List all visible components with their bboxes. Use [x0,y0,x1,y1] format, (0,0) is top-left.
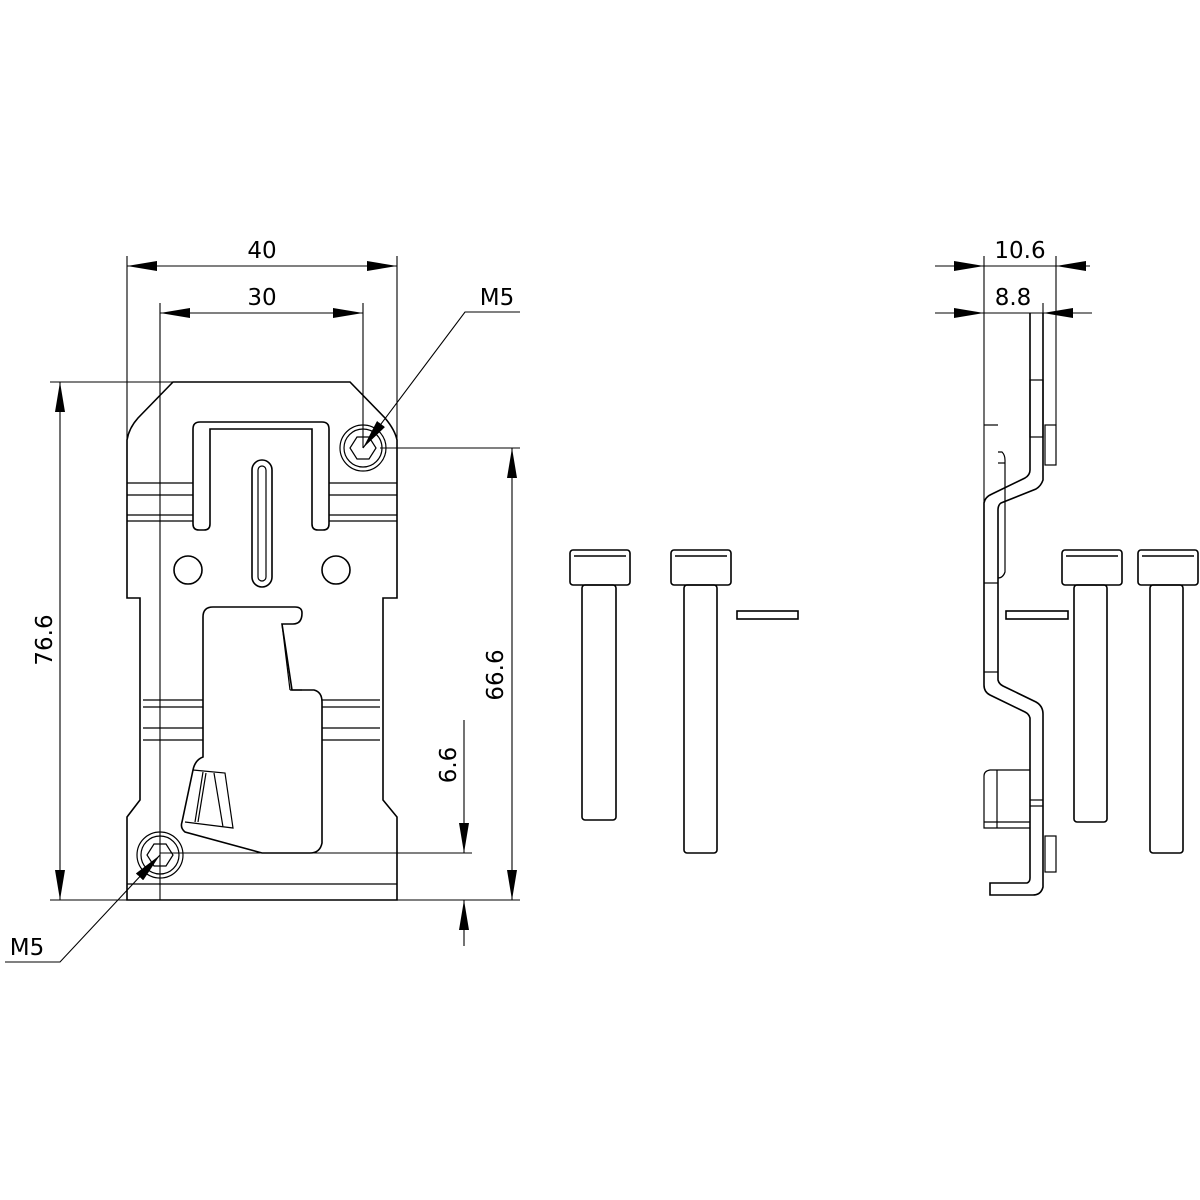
side-plate-outline [983,313,1044,896]
side-details [983,379,1057,873]
slot [251,459,273,588]
screw-1 [569,549,631,821]
side-view: 10.6 8.8 [935,238,1092,896]
din-rail-lines [127,482,397,885]
hole-right [321,555,351,585]
dim-76-6-label: 76.6 [32,614,58,665]
u-cutout [192,421,330,531]
latch-spring [184,623,302,829]
screw-4 [1137,549,1199,854]
dim-66-6-label: 66.6 [483,649,509,700]
m5-bottom-label: M5 [10,935,44,961]
dim-10-6-label: 10.6 [994,238,1045,264]
hole-left [173,555,203,585]
latch-cutout [180,606,323,854]
slot-inner [257,465,267,582]
screw-3 [1061,549,1123,823]
dim-40-label: 40 [247,238,276,264]
front-view: 40 30 76.6 66.6 6.6 M5 M5 [5,238,520,963]
dim-6-6-label: 6.6 [436,747,462,784]
m5-bottom-leader [5,854,161,963]
washer-bar-1 [736,610,799,620]
washer-bar-2 [1005,610,1069,620]
extension-lines [50,256,520,901]
dim-30-label: 30 [247,285,276,311]
screw-2 [670,549,732,854]
m5-top-label: M5 [480,285,514,311]
m5-top-leader [362,311,520,449]
dim-8-8-label: 8.8 [995,285,1032,311]
